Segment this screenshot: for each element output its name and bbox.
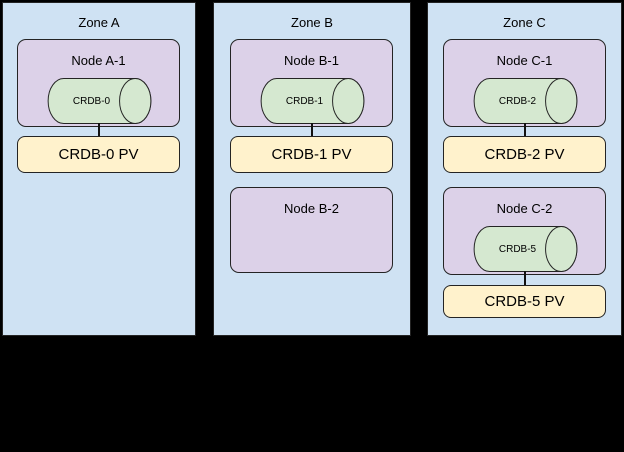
node-c-1: Node C-1 CRDB-2 [443, 39, 606, 127]
pv-crdb-2: CRDB-2 PV [443, 136, 606, 173]
database-cylinder-crdb-1: CRDB-1 [260, 78, 365, 124]
connector-line [98, 123, 100, 136]
zone-a: Zone A Node A-1 CRDB-0 CRDB-0 PV [2, 2, 196, 336]
database-cylinder-crdb-0: CRDB-0 [47, 78, 152, 124]
node-label: Node B-2 [284, 201, 339, 216]
database-label: CRDB-2 [498, 95, 537, 107]
pv-label: CRDB-1 PV [271, 146, 352, 163]
node-a-1: Node A-1 CRDB-0 [17, 39, 180, 127]
pv-crdb-1: CRDB-1 PV [230, 136, 393, 173]
connector-line [311, 123, 313, 136]
zone-label: Zone B [291, 15, 333, 30]
pv-label: CRDB-0 PV [58, 146, 139, 163]
database-cylinder-icon [47, 78, 152, 124]
database-cylinder-crdb-5: CRDB-5 [473, 226, 578, 272]
database-cylinder-icon [260, 78, 365, 124]
zone-label: Zone A [78, 15, 120, 30]
database-cylinder-icon [473, 226, 578, 272]
node-b-1: Node B-1 CRDB-1 [230, 39, 393, 127]
node-label: Node A-1 [71, 53, 126, 68]
pv-label: CRDB-2 PV [484, 146, 565, 163]
database-cylinder-icon [473, 78, 578, 124]
zone-b: Zone B Node B-1 CRDB-1 CRDB-1 PV Node B-… [213, 2, 411, 336]
pv-crdb-0: CRDB-0 PV [17, 136, 180, 173]
node-label: Node C-1 [496, 53, 553, 68]
pv-label: CRDB-5 PV [484, 293, 565, 310]
zone-c: Zone C Node C-1 CRDB-2 CRDB-2 PV Node C-… [427, 2, 622, 336]
database-cylinder-crdb-2: CRDB-2 [473, 78, 578, 124]
zone-label: Zone C [503, 15, 546, 30]
node-label: Node B-1 [284, 53, 339, 68]
database-label: CRDB-1 [285, 95, 324, 107]
pv-crdb-5: CRDB-5 PV [443, 285, 606, 318]
database-label: CRDB-5 [498, 243, 537, 255]
database-label: CRDB-0 [72, 95, 111, 107]
connector-line [524, 123, 526, 136]
connector-line [524, 271, 526, 285]
node-c-2: Node C-2 CRDB-5 [443, 187, 606, 275]
node-b-2: Node B-2 [230, 187, 393, 273]
node-label: Node C-2 [496, 201, 553, 216]
